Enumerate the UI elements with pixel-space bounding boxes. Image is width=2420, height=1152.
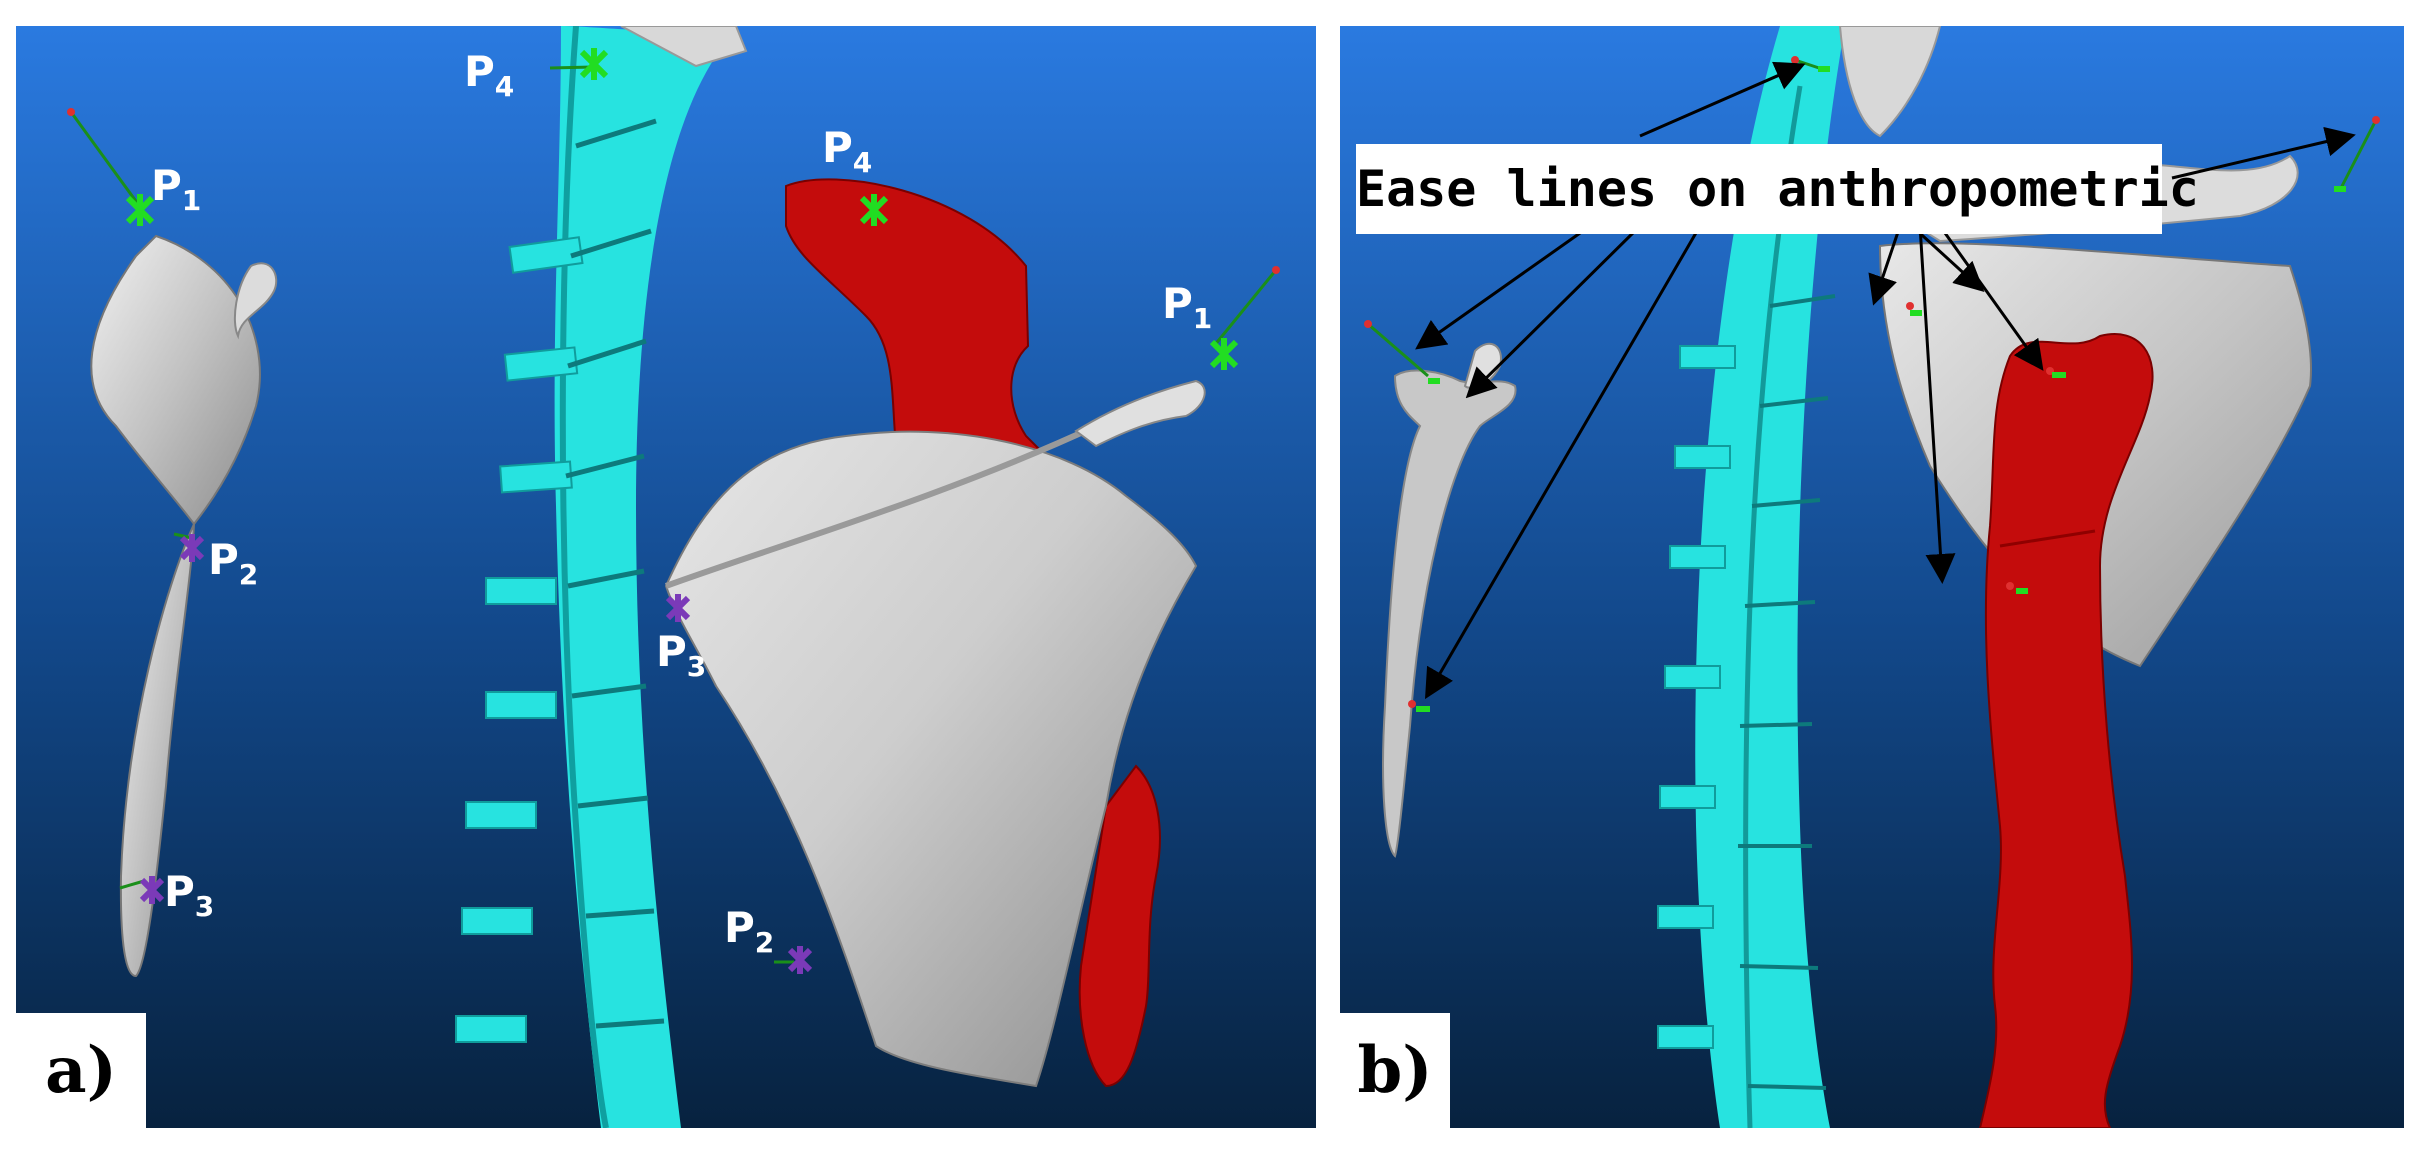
scapula-marker-p3-label: P3 <box>656 627 706 683</box>
clavicle-marker-p2-label: P2 <box>208 535 258 591</box>
clavicle-marker-p3-label: P3 <box>164 867 214 923</box>
humerus-model <box>1978 333 2154 1128</box>
spine-marker-p-label: P4 <box>464 47 514 103</box>
spine-model <box>1657 26 1942 1128</box>
scapula-model <box>664 379 1206 1088</box>
clavicle-marker-p1-label: P1 <box>151 161 201 217</box>
panel-a: P1 P2 P3 P4 P4 P1 P3 P2 a) <box>16 26 1316 1128</box>
marker-lines <box>69 65 1278 964</box>
clavicle-model <box>90 234 278 978</box>
spine-model <box>455 26 748 1128</box>
humerus-model <box>785 178 1161 1088</box>
panel-b: Ease lines on anthropometric b) <box>1340 26 2404 1128</box>
panel-a-tag: a) <box>16 1013 146 1128</box>
panel-b-tag: b) <box>1340 1013 1450 1128</box>
panel-b-scene <box>1340 26 2404 1128</box>
humerus-marker-p4-label: P4 <box>822 123 872 179</box>
scapula-marker-p2-label: P2 <box>724 903 774 959</box>
panel-a-scene: P1 P2 P3 P4 P4 P1 P3 P2 <box>16 26 1316 1128</box>
scapula-marker-p1-label: P1 <box>1162 279 1212 335</box>
marker-crosses <box>125 48 1239 974</box>
callout-label: Ease lines on anthropometric <box>1356 144 2199 234</box>
callout-arrows <box>1415 61 2356 700</box>
